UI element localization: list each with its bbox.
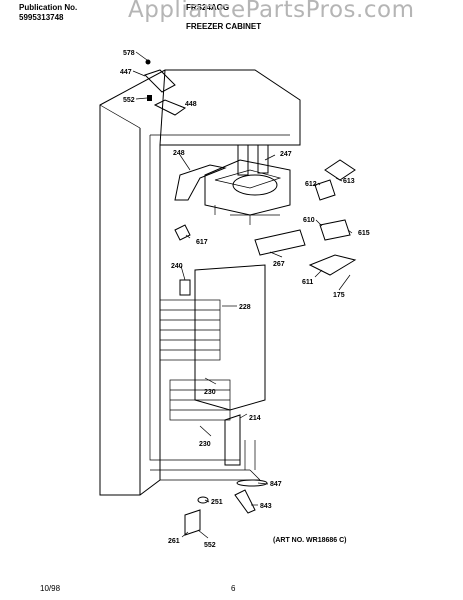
part-label-612: 612 — [305, 181, 317, 188]
part-label-615: 615 — [358, 230, 370, 237]
part-label-228: 228 — [239, 304, 251, 311]
publication-number: 5995313748 — [19, 13, 64, 22]
wire-harness — [254, 229, 306, 256]
screw-552 — [147, 95, 152, 101]
publication-label: Publication No. — [19, 3, 78, 12]
air-duct — [174, 164, 227, 201]
screw-578 — [145, 59, 151, 65]
part-label-230-lower: 230 — [199, 441, 211, 448]
part-label-261: 261 — [168, 538, 180, 545]
part-label-448: 448 — [185, 101, 197, 108]
part-label-267: 267 — [273, 261, 285, 268]
clip-617 — [174, 224, 191, 241]
bracket-448 — [153, 99, 187, 116]
part-label-847: 847 — [270, 481, 282, 488]
cabinet-shell — [99, 69, 301, 496]
fan-motor — [314, 179, 336, 201]
part-label-248: 248 — [173, 150, 185, 157]
part-label-240: 240 — [171, 263, 183, 270]
part-label-251: 251 — [211, 499, 223, 506]
part-label-610: 610 — [303, 217, 315, 224]
part-label-447: 447 — [120, 69, 132, 76]
part-label-617: 617 — [196, 239, 208, 246]
watermark: AppliancePartsPros.com — [128, 0, 415, 23]
leader-lines — [132, 51, 353, 539]
part-label-230-upper: 230 — [204, 389, 216, 396]
part-label-843: 843 — [260, 503, 272, 510]
grommet — [197, 496, 209, 504]
part-label-611: 611 — [302, 279, 313, 286]
evaporator-cover — [194, 264, 266, 411]
evaporator — [159, 299, 231, 421]
part-label-214: 214 — [249, 415, 261, 422]
part-label-578: 578 — [123, 50, 135, 57]
motor-bracket — [319, 219, 351, 241]
bracket-261 — [184, 509, 201, 536]
fan-housing — [204, 144, 291, 225]
defrost-heater — [224, 414, 241, 466]
fan-blade — [324, 159, 356, 181]
part-label-552: 552 — [123, 97, 135, 104]
art-number: (ART NO. WR18686 C) — [273, 537, 347, 544]
part-label-552-lower: 552 — [204, 542, 216, 549]
inner-liner — [149, 134, 290, 461]
bracket-447 — [144, 69, 176, 93]
shroud — [308, 254, 357, 276]
model-number: FRS24AGG — [186, 3, 230, 12]
drain-tube — [236, 479, 268, 487]
drain-trough — [234, 489, 256, 514]
section-title: FREEZER CABINET — [186, 22, 262, 31]
thermostat — [179, 279, 191, 296]
part-label-175: 175 — [333, 292, 345, 299]
part-label-247: 247 — [280, 151, 292, 158]
page-number: 6 — [231, 584, 236, 593]
footer-date: 10/98 — [40, 584, 61, 593]
part-label-613: 613 — [343, 178, 355, 185]
